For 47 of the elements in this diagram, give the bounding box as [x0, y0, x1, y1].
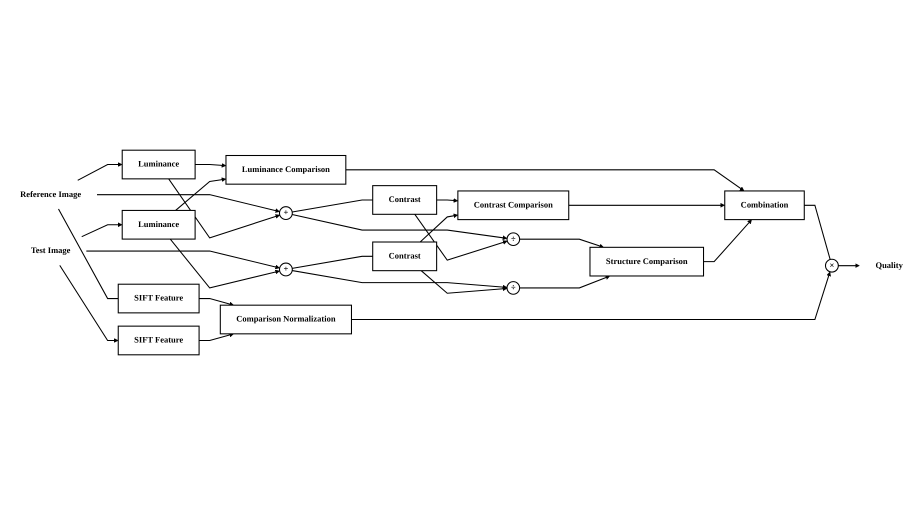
arrow — [59, 265, 118, 343]
node-box: SIFT Feature — [118, 326, 200, 356]
connector — [804, 204, 831, 260]
arrow — [520, 238, 604, 248]
node-box: Contrast — [372, 185, 438, 215]
arrow — [175, 177, 226, 211]
node-circle: ÷ — [506, 281, 520, 295]
arrow — [414, 214, 508, 261]
arrow — [838, 263, 860, 268]
node-box: Contrast — [372, 241, 438, 272]
arrow — [436, 198, 458, 203]
arrow — [420, 214, 458, 242]
arrow — [520, 275, 610, 288]
arrow — [199, 332, 234, 341]
node-box: Comparison Normalization — [220, 304, 352, 334]
arrow — [351, 272, 831, 320]
node-circle: × — [824, 258, 839, 273]
arrow — [568, 202, 725, 208]
node-text: Reference Image — [20, 190, 82, 199]
node-box: Contrast Comparison — [457, 190, 570, 220]
connector — [292, 256, 373, 269]
arrow — [292, 214, 508, 240]
node-text: Test Image — [30, 246, 70, 256]
arrow — [704, 219, 752, 262]
arrow — [77, 162, 122, 181]
node-box: SIFT Feature — [118, 284, 200, 314]
node-circle: + — [278, 262, 293, 276]
arrow — [420, 270, 508, 294]
arrow — [199, 298, 234, 306]
node-circle: ÷ — [506, 232, 520, 246]
node-circle: + — [278, 206, 293, 220]
node-box: Combination — [724, 190, 805, 220]
arrow — [97, 194, 280, 213]
arrow — [346, 169, 744, 192]
arrow — [86, 250, 280, 270]
node-box: Luminance Comparison — [225, 154, 346, 185]
node-box: Luminance — [122, 150, 196, 180]
connector — [58, 208, 118, 300]
arrow — [292, 270, 508, 290]
node-box: Luminance — [122, 210, 196, 240]
arrow — [168, 178, 280, 239]
connector — [292, 199, 373, 213]
arrow — [82, 222, 122, 238]
node-box: Structure Comparison — [589, 246, 704, 276]
arrow — [170, 238, 280, 289]
node-text: Quality — [875, 260, 903, 270]
arrow — [195, 163, 226, 168]
